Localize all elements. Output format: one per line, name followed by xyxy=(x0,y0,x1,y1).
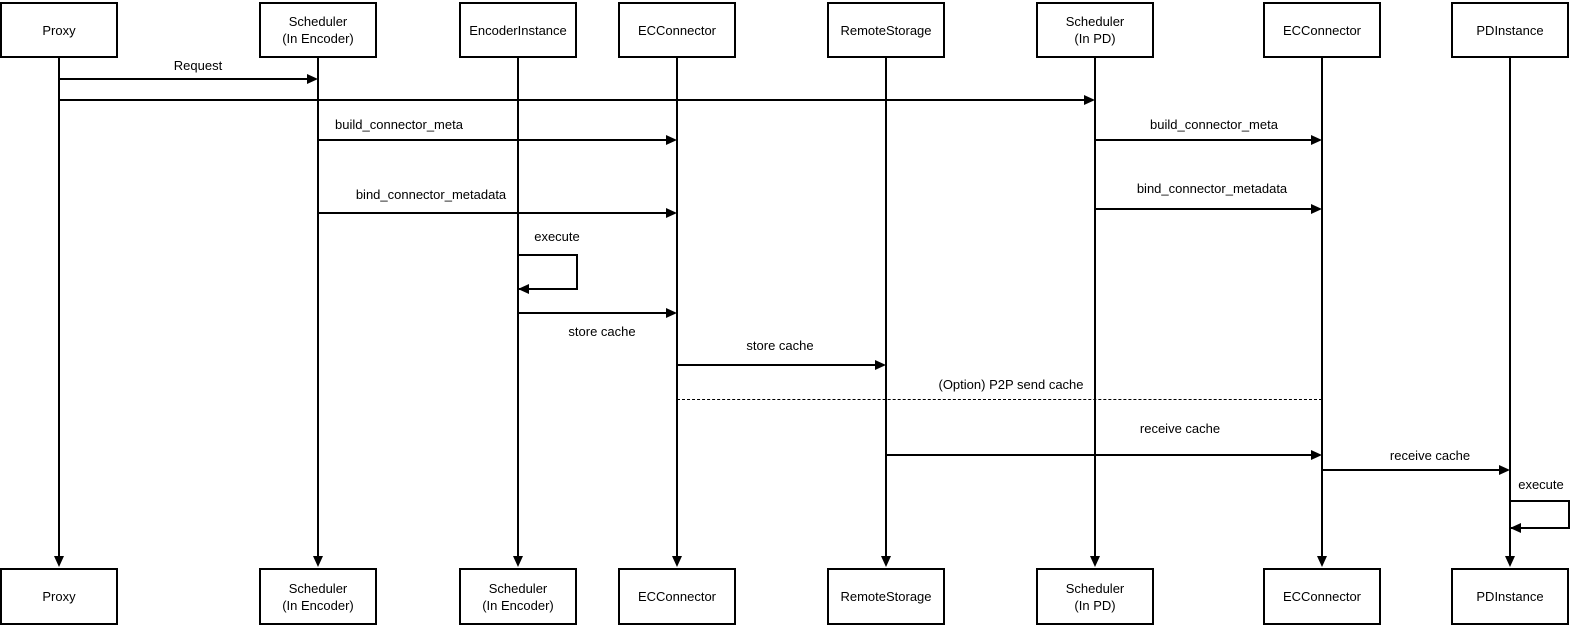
actor-label: PDInstance xyxy=(1476,22,1544,38)
actor-top-pdinstance: PDInstance xyxy=(1451,2,1569,58)
actor-bottom-scheduler-encoder-1: Scheduler (In Encoder) xyxy=(259,568,377,625)
message-arrowhead-execute-pd xyxy=(1510,523,1521,533)
message-label-execute-encoder: execute xyxy=(532,229,582,245)
actor-bottom-ecconnector-2: ECConnector xyxy=(1263,568,1381,625)
message-label-bind-connector-metadata-pd: bind_connector_metadata xyxy=(1134,181,1290,197)
lifeline-arrowhead-encoder-instance xyxy=(513,556,523,567)
actor-bottom-proxy: Proxy xyxy=(0,568,118,625)
message-arrowhead-store-cache-encoder xyxy=(666,308,677,318)
actor-bottom-remotestorage: RemoteStorage xyxy=(827,568,945,625)
message-selfloop-execute-encoder xyxy=(518,254,578,290)
message-arrow-store-cache-encoder xyxy=(518,312,666,314)
message-arrowhead-store-cache-remote xyxy=(875,360,886,370)
message-arrowhead-request xyxy=(307,74,318,84)
message-label-store-cache-encoder: store cache xyxy=(566,324,638,340)
actor-top-ecconnector-2: ECConnector xyxy=(1263,2,1381,58)
lifeline-proxy xyxy=(58,58,60,558)
message-label-p2p-send-cache: (Option) P2P send cache xyxy=(936,377,1086,393)
actor-label: RemoteStorage xyxy=(840,22,932,38)
actor-label: Scheduler (In Encoder) xyxy=(282,14,354,46)
actor-label: ECConnector xyxy=(1282,22,1362,38)
message-arrowhead-execute-encoder xyxy=(518,284,529,294)
message-line-p2p-send-cache xyxy=(677,399,1322,400)
actor-top-encoder-instance: EncoderInstance xyxy=(459,2,577,58)
lifeline-scheduler-encoder xyxy=(317,58,319,558)
message-label-receive-cache-connector: receive cache xyxy=(1137,421,1223,437)
lifeline-ecconnector-1 xyxy=(676,58,678,558)
message-arrowhead-receive-cache-pd xyxy=(1499,465,1510,475)
lifeline-arrowhead-proxy xyxy=(54,556,64,567)
lifeline-remotestorage xyxy=(885,58,887,558)
actor-label: ECConnector xyxy=(1282,589,1362,604)
message-label-request: Request xyxy=(171,58,225,74)
actor-label: ECConnector xyxy=(637,22,717,38)
message-label-execute-pd: execute xyxy=(1516,477,1566,493)
lifeline-ecconnector-2 xyxy=(1321,58,1323,558)
message-arrow-request xyxy=(59,78,307,80)
lifeline-arrowhead-ecconnector-2 xyxy=(1317,556,1327,567)
lifeline-arrowhead-remotestorage xyxy=(881,556,891,567)
message-label-build-connector-meta-pd: build_connector_meta xyxy=(1148,117,1280,133)
lifeline-pdinstance xyxy=(1509,58,1511,558)
actor-label: Scheduler (In PD) xyxy=(1065,580,1125,613)
actor-top-scheduler-encoder: Scheduler (In Encoder) xyxy=(259,2,377,58)
message-arrow-bind-connector-metadata-pd xyxy=(1095,208,1311,210)
message-arrow-receive-cache-pd xyxy=(1322,469,1499,471)
actor-top-remotestorage: RemoteStorage xyxy=(827,2,945,58)
lifeline-arrowhead-ecconnector-1 xyxy=(672,556,682,567)
message-arrowhead-bind-connector-metadata-encoder xyxy=(666,208,677,218)
message-arrow-receive-cache-connector xyxy=(886,454,1311,456)
lifeline-arrowhead-scheduler-pd xyxy=(1090,556,1100,567)
message-arrow-bind-connector-metadata-encoder xyxy=(318,212,666,214)
message-arrowhead-bind-connector-metadata-pd xyxy=(1311,204,1322,214)
message-arrow-build-connector-meta-encoder xyxy=(318,139,666,141)
actor-label: Proxy xyxy=(42,589,76,604)
message-selfloop-execute-pd xyxy=(1510,500,1570,529)
message-arrowhead-build-connector-meta-encoder xyxy=(666,135,677,145)
actor-label: Scheduler (In PD) xyxy=(1065,14,1125,46)
actor-label: Proxy xyxy=(42,22,76,38)
actor-label: Scheduler (In Encoder) xyxy=(282,580,354,613)
message-label-store-cache-remote: store cache xyxy=(744,338,816,354)
message-label-bind-connector-metadata-encoder: bind_connector_metadata xyxy=(353,187,509,203)
actor-bottom-ecconnector-1: ECConnector xyxy=(618,568,736,625)
lifeline-arrowhead-scheduler-encoder xyxy=(313,556,323,567)
actor-label: RemoteStorage xyxy=(840,589,932,604)
message-arrowhead-proxy-to-scheduler-pd xyxy=(1084,95,1095,105)
message-arrow-build-connector-meta-pd xyxy=(1095,139,1311,141)
actor-top-ecconnector-1: ECConnector xyxy=(618,2,736,58)
actor-top-proxy: Proxy xyxy=(0,2,118,58)
actor-bottom-scheduler-pd: Scheduler (In PD) xyxy=(1036,568,1154,625)
lifeline-encoder-instance xyxy=(517,58,519,558)
actor-label: Scheduler (In Encoder) xyxy=(482,580,554,613)
actor-bottom-pdinstance: PDInstance xyxy=(1451,568,1569,625)
message-arrow-proxy-to-scheduler-pd xyxy=(59,99,1084,101)
lifeline-scheduler-pd xyxy=(1094,58,1096,558)
message-arrowhead-receive-cache-connector xyxy=(1311,450,1322,460)
message-arrow-store-cache-remote xyxy=(677,364,875,366)
message-arrowhead-build-connector-meta-pd xyxy=(1311,135,1322,145)
lifeline-arrowhead-pdinstance xyxy=(1505,556,1515,567)
actor-bottom-scheduler-encoder-2: Scheduler (In Encoder) xyxy=(459,568,577,625)
actor-label: EncoderInstance xyxy=(469,22,567,38)
message-label-build-connector-meta-encoder: build_connector_meta xyxy=(333,117,465,133)
actor-label: PDInstance xyxy=(1476,589,1544,604)
message-label-receive-cache-pd: receive cache xyxy=(1387,448,1473,464)
actor-top-scheduler-pd: Scheduler (In PD) xyxy=(1036,2,1154,58)
actor-label: ECConnector xyxy=(637,589,717,604)
